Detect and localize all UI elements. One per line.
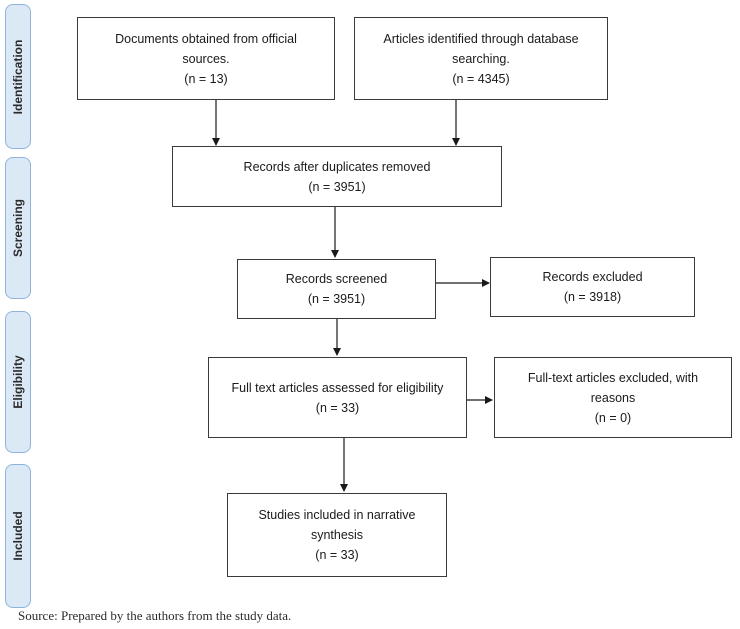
box-official-sources-line1: Documents obtained from official — [115, 31, 297, 46]
box-fulltext-excluded: Full-text articles excluded, with reason… — [494, 357, 732, 438]
box-database-search-line2: searching. — [452, 51, 510, 66]
box-database-search: Articles identified through database sea… — [354, 17, 608, 100]
box-records-excluded-count: (n = 3918) — [563, 290, 622, 304]
phase-identification: Identification — [5, 4, 31, 149]
box-studies-included-line1: Studies included in narrative — [258, 508, 416, 522]
box-official-sources: Documents obtained from official sources… — [77, 17, 335, 100]
box-database-search-count: (n = 4345) — [452, 71, 510, 86]
box-records-excluded-line1: Records excluded — [542, 270, 643, 284]
box-duplicates-removed-line1: Records after duplicates removed — [243, 159, 431, 174]
box-duplicates-removed: Records after duplicates removed (n = 39… — [172, 146, 502, 207]
phase-eligibility: Eligibility — [5, 311, 31, 453]
box-duplicates-removed-count: (n = 3951) — [308, 179, 366, 194]
box-official-sources-line2: sources. — [182, 51, 230, 66]
box-records-screened: Records screened (n = 3951) — [237, 259, 436, 319]
box-official-sources-count: (n = 13) — [184, 71, 228, 86]
box-studies-included: Studies included in narrative synthesis … — [227, 493, 447, 577]
box-database-search-line1: Articles identified through database — [383, 31, 579, 46]
box-records-excluded: Records excluded (n = 3918) — [490, 257, 695, 317]
phase-screening: Screening — [5, 157, 31, 299]
box-fulltext-assessed: Full text articles assessed for eligibil… — [208, 357, 467, 438]
box-fulltext-assessed-count: (n = 33) — [315, 400, 360, 415]
box-studies-included-count: (n = 33) — [315, 548, 359, 562]
box-fulltext-excluded-line1: Full-text articles excluded, with — [527, 370, 699, 385]
box-fulltext-assessed-line1: Full text articles assessed for eligibil… — [231, 380, 444, 395]
box-fulltext-excluded-count: (n = 0) — [594, 410, 632, 425]
phase-included: Included — [5, 464, 31, 608]
box-records-screened-count: (n = 3951) — [307, 292, 366, 306]
source-note: Source: Prepared by the authors from the… — [18, 608, 292, 623]
box-fulltext-excluded-line2: reasons — [590, 390, 636, 405]
box-studies-included-line2: synthesis — [310, 528, 364, 542]
box-records-screened-line1: Records screened — [285, 272, 388, 286]
